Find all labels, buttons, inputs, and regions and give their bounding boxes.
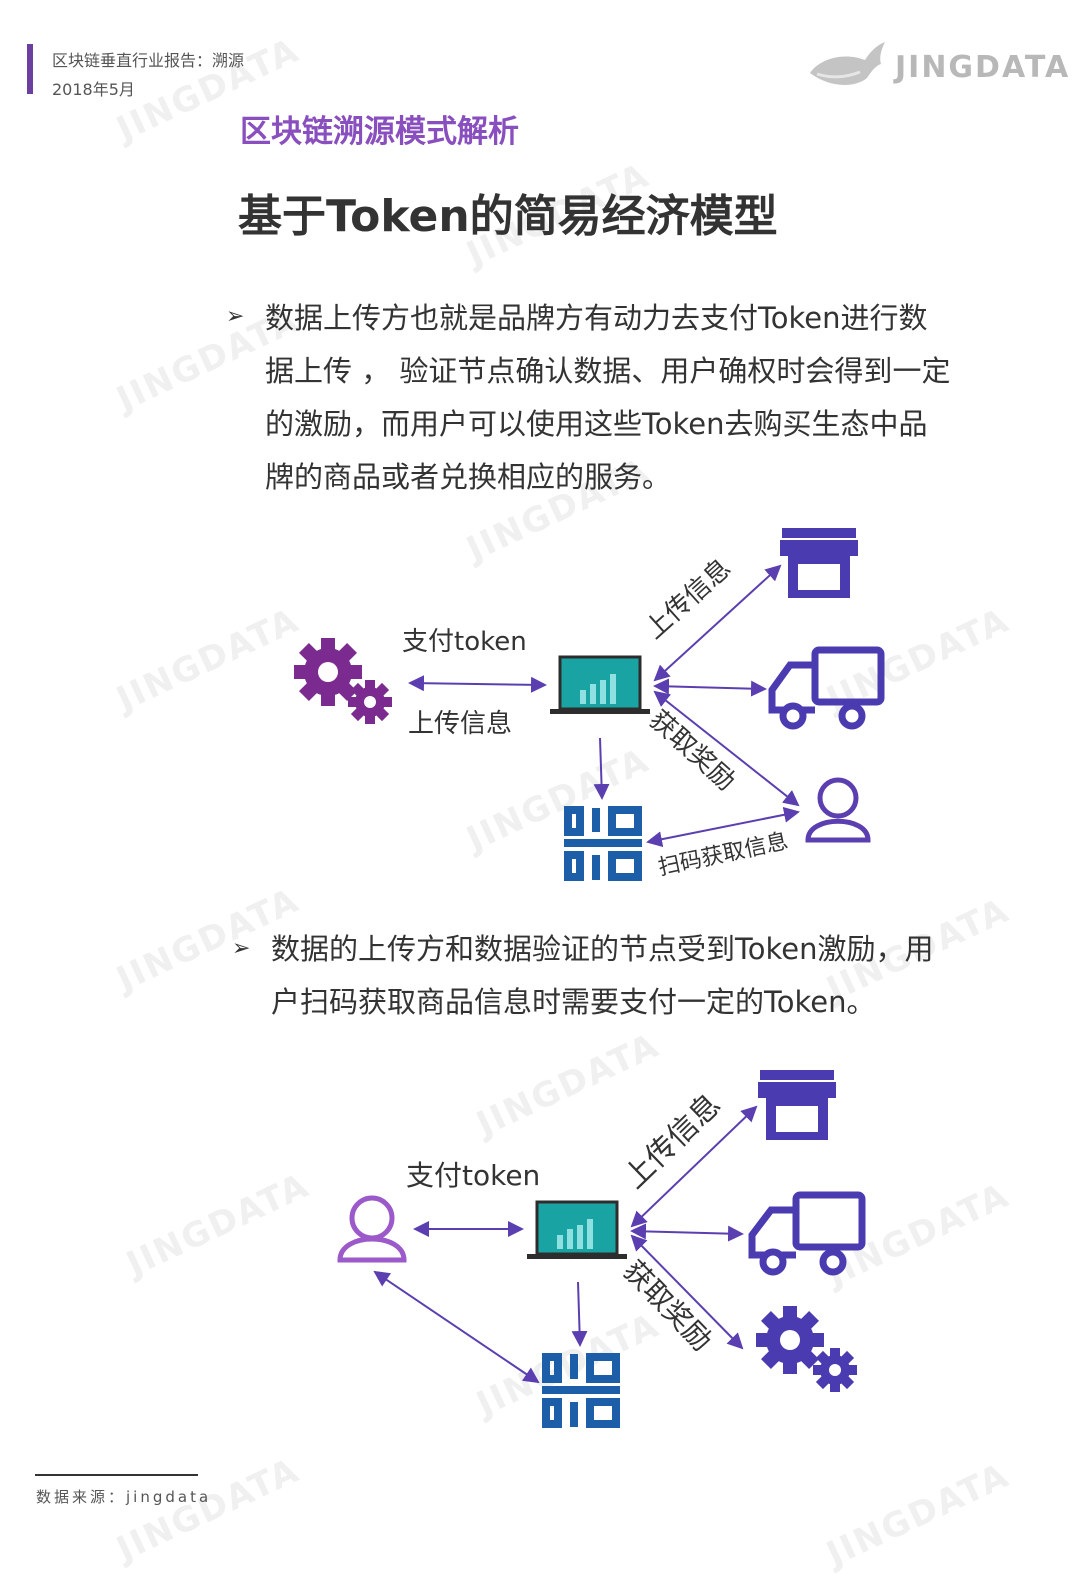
footer-divider — [35, 1474, 198, 1476]
bullet-arrow-icon: ➢ — [232, 936, 251, 961]
truck-icon — [748, 1191, 866, 1276]
store-icon — [780, 528, 858, 598]
qr-code-icon — [542, 1353, 620, 1428]
bullet-1-line: 据上传 ， 验证节点确认数据、用户确权时会得到一定 — [265, 354, 951, 388]
user-icon — [805, 777, 871, 843]
gears-icon — [756, 1306, 857, 1392]
watermark: JINGDATA — [820, 1455, 1016, 1575]
get-reward-label: 获取奖励 — [617, 1254, 719, 1358]
upload-info-label: 上传信息 — [640, 553, 737, 645]
logo-text: JINGDATA — [895, 50, 1071, 85]
laptop-icon — [550, 655, 650, 714]
laptop-icon — [527, 1200, 627, 1259]
gears-icon — [294, 638, 392, 724]
bullet-1: 数据上传方也就是品牌方有动力去支付Token进行数 据上传 ， 验证节点确认数据… — [265, 292, 1025, 504]
upload-info-label: 上传信息 — [408, 709, 512, 739]
report-date: 2018年5月 — [52, 80, 135, 99]
header-accent-bar — [27, 44, 33, 94]
pay-token-label: 支付token — [402, 627, 527, 657]
store-icon — [758, 1070, 836, 1140]
user-icon — [337, 1195, 407, 1263]
report-title: 区块链垂直行业报告：溯源 — [52, 51, 245, 70]
bullet-2-line: 数据的上传方和数据验证的节点受到Token激励，用 — [271, 932, 934, 966]
bullet-2-line: 户扫码获取商品信息时需要支付一定的Token。 — [271, 985, 876, 1019]
truck-icon — [768, 646, 885, 730]
jingdata-logo: JINGDATA — [805, 38, 1068, 98]
diagram-2: 支付token 上传信息 获取奖励 — [337, 1070, 866, 1428]
bullet-arrow-icon: ➢ — [226, 304, 245, 329]
qr-code-icon — [564, 806, 642, 881]
watermark: JINGDATA — [110, 1450, 306, 1570]
diagram-1: 支付token 上传信息 上传信息 获取奖励 扫码获取信息 — [294, 528, 885, 881]
bullet-1-line: 数据上传方也就是品牌方有动力去支付Token进行数 — [265, 301, 928, 335]
main-title: 基于Token的简易经济模型 — [238, 191, 778, 242]
whale-icon — [810, 42, 885, 85]
bullet-1-line: 的激励，而用户可以使用这些Token去购买生态中品 — [265, 407, 928, 441]
data-source: 数据来源：jingdata — [36, 1488, 212, 1506]
upload-info-label: 上传信息 — [617, 1087, 728, 1196]
section-title: 区块链溯源模式解析 — [240, 114, 519, 150]
pay-token-label: 支付token — [406, 1159, 540, 1192]
bullet-1-line: 牌的商品或者兑换相应的服务。 — [265, 460, 672, 494]
get-reward-label: 获取奖励 — [643, 705, 740, 797]
bullet-2: 数据的上传方和数据验证的节点受到Token激励，用 户扫码获取商品信息时需要支付… — [271, 923, 1031, 1029]
